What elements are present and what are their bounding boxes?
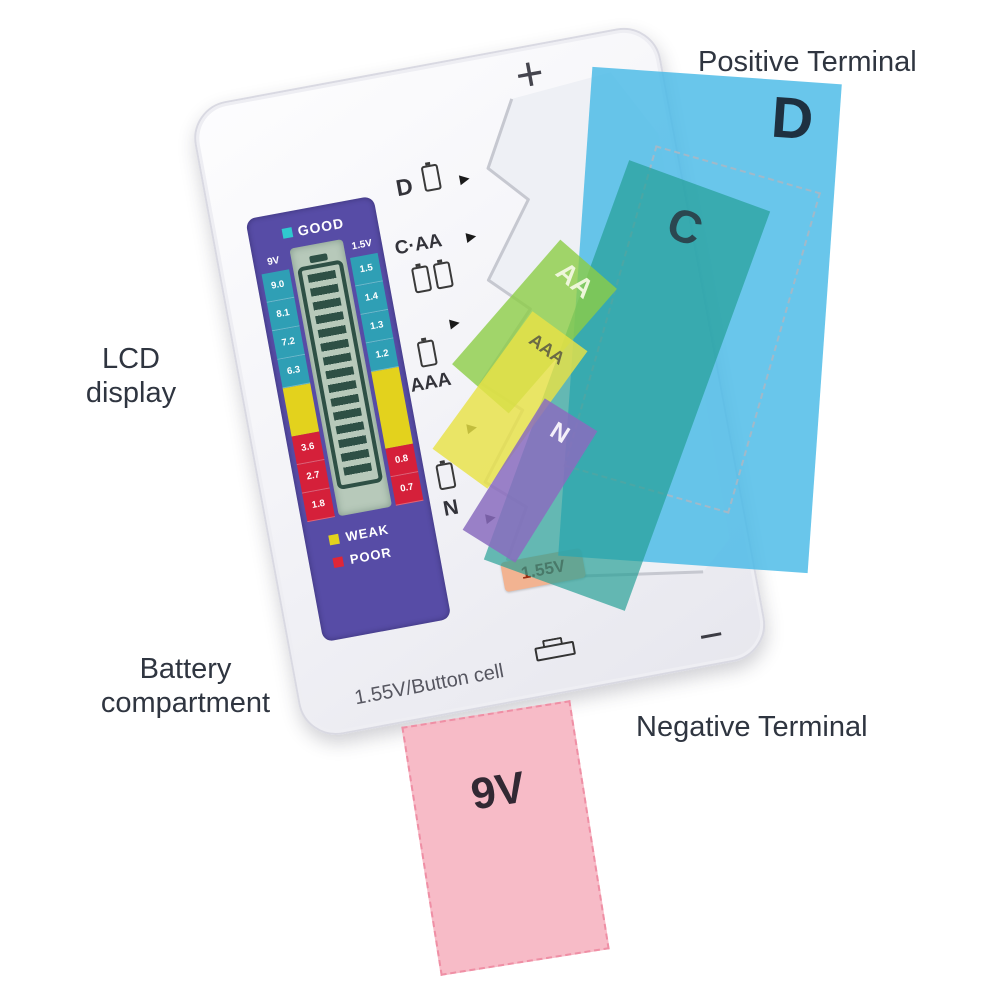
poor-color-square [332, 555, 345, 568]
weak-color-square [328, 533, 340, 545]
overlay-9v-label: 9V [467, 762, 529, 820]
lcd-scale-cell: 0.7 [390, 472, 424, 506]
weak-label: WEAK [344, 521, 391, 545]
callout-positive-terminal: Positive Terminal [698, 46, 917, 78]
overlay-battery-9v: 9V [401, 700, 610, 976]
callout-lcd-line1: LCD [101, 343, 160, 375]
good-label: GOOD [296, 214, 346, 239]
callout-negative-terminal: Negative Terminal [636, 711, 868, 743]
callout-compartment-line2: compartment [100, 687, 271, 719]
callout-lcd-display: LCD display [56, 342, 206, 410]
lcd-legend: WEAK POOR [328, 513, 439, 570]
good-color-square [281, 227, 293, 239]
poor-label: POOR [348, 544, 393, 567]
callout-battery-compartment: Battery compartment [58, 652, 313, 720]
callout-lcd-line2: display [85, 377, 177, 409]
lcd-scale-yellow-block [282, 383, 320, 437]
overlay-d-label: D [769, 84, 816, 153]
lcd-scale-cell: 1.8 [302, 488, 336, 523]
callout-compartment-line1: Battery [139, 653, 232, 685]
